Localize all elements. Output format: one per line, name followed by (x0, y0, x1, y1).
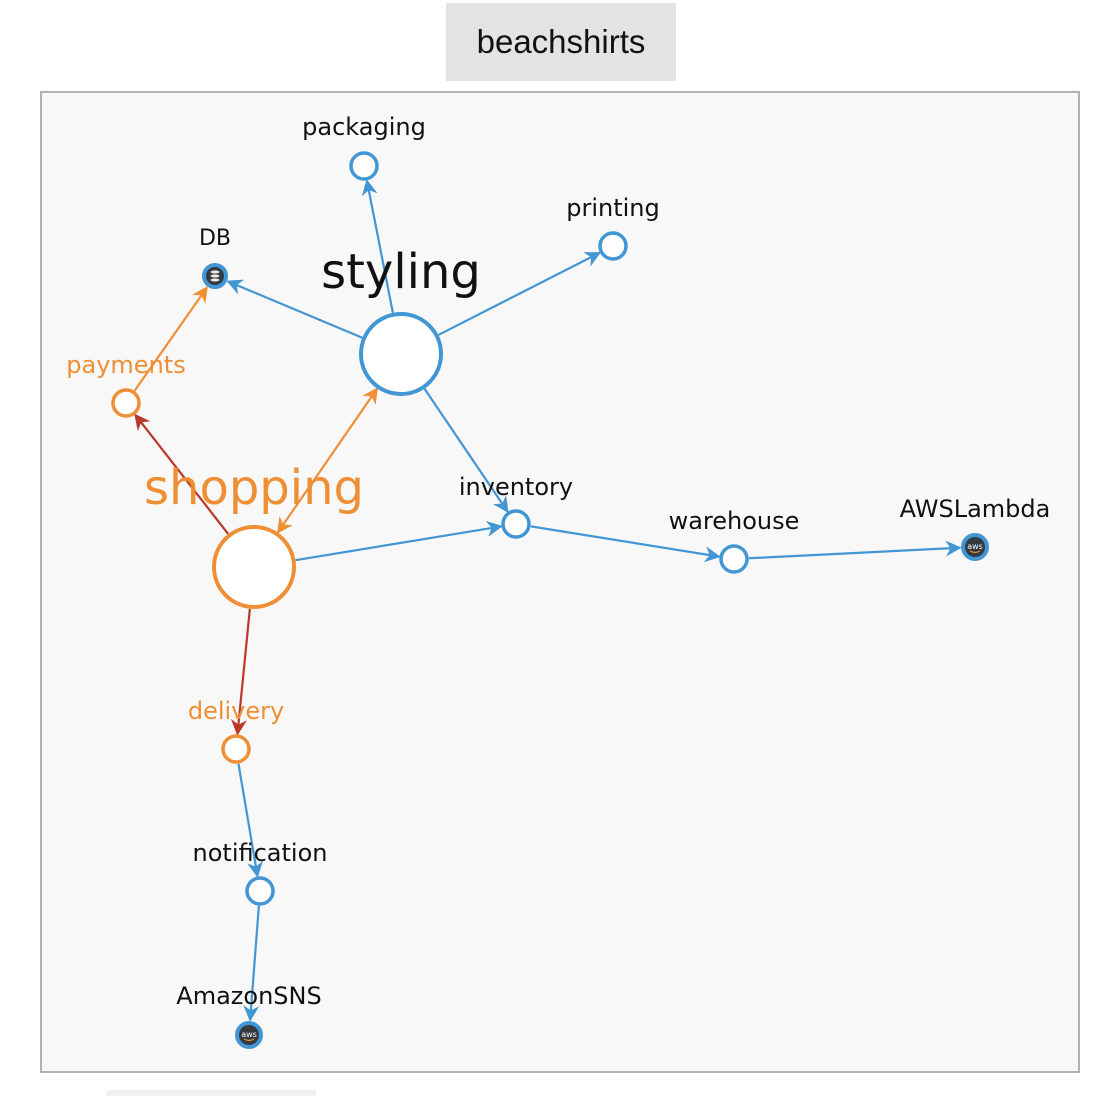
node-amazonsns[interactable]: aws AmazonSNS (176, 982, 322, 1049)
node-payments[interactable]: payments (66, 351, 186, 418)
printing-label: printing (566, 194, 660, 222)
awslambda-label: AWSLambda (900, 495, 1051, 523)
payments-label: payments (66, 351, 185, 379)
edge-delivery-to-notification[interactable] (237, 763, 263, 878)
notification-node-circle[interactable] (245, 876, 275, 906)
styling-node-circle[interactable] (359, 312, 443, 396)
edge-styling-to-packaging[interactable] (361, 179, 394, 314)
shopping-node-circle[interactable] (212, 525, 296, 609)
edge-styling-to-inventory[interactable] (423, 388, 509, 513)
node-shopping[interactable]: shopping (144, 460, 364, 609)
node-awslambda[interactable]: aws AWSLambda (900, 495, 1051, 561)
notification-label: notification (193, 839, 328, 867)
edge-shopping-to-delivery[interactable] (230, 608, 251, 736)
node-warehouse[interactable]: warehouse (669, 507, 800, 574)
edge-shopping-to-inventory[interactable] (295, 520, 503, 562)
edge-warehouse-to-awslambda[interactable] (748, 540, 962, 560)
payments-node-circle[interactable] (111, 388, 141, 418)
node-notification[interactable]: notification (193, 839, 328, 906)
edge-shopping-to-styling[interactable] (276, 387, 379, 534)
edge-styling-to-db[interactable] (226, 279, 363, 339)
styling-label: styling (321, 244, 481, 300)
svg-text:aws: aws (241, 1030, 257, 1039)
inventory-label: inventory (459, 473, 573, 501)
inventory-node-circle[interactable] (501, 509, 531, 539)
aws-icon: aws (239, 1025, 259, 1045)
delivery-label: delivery (188, 697, 284, 725)
edge-styling-to-printing[interactable] (437, 251, 602, 336)
db-label: DB (199, 226, 231, 251)
amazonsns-label: AmazonSNS (176, 982, 321, 1010)
app-title: beachshirts (446, 3, 676, 81)
edge-payments-to-db[interactable] (133, 286, 208, 392)
database-icon (206, 267, 224, 285)
packaging-node-circle[interactable] (349, 151, 379, 181)
bottom-tab-stub (106, 1090, 316, 1096)
node-delivery[interactable]: delivery (188, 697, 284, 764)
warehouse-label: warehouse (669, 507, 800, 535)
edge-shopping-to-payments[interactable] (134, 413, 230, 535)
shopping-label: shopping (144, 460, 364, 516)
node-styling[interactable]: styling (321, 244, 481, 396)
service-map-canvas[interactable] (40, 91, 1080, 1073)
node-inventory[interactable]: inventory (459, 473, 573, 539)
edge-notification-to-amazonsns[interactable] (243, 905, 260, 1022)
warehouse-node-circle[interactable] (719, 544, 749, 574)
packaging-label: packaging (302, 113, 426, 141)
svg-text:aws: aws (967, 542, 983, 551)
printing-node-circle[interactable] (598, 231, 628, 261)
node-packaging[interactable]: packaging (302, 113, 426, 181)
edges (133, 179, 962, 1022)
aws-icon: aws (965, 537, 985, 557)
node-db[interactable]: DB (199, 226, 231, 289)
delivery-node-circle[interactable] (221, 734, 251, 764)
edge-inventory-to-warehouse[interactable] (530, 525, 721, 563)
node-printing[interactable]: printing (566, 194, 660, 261)
